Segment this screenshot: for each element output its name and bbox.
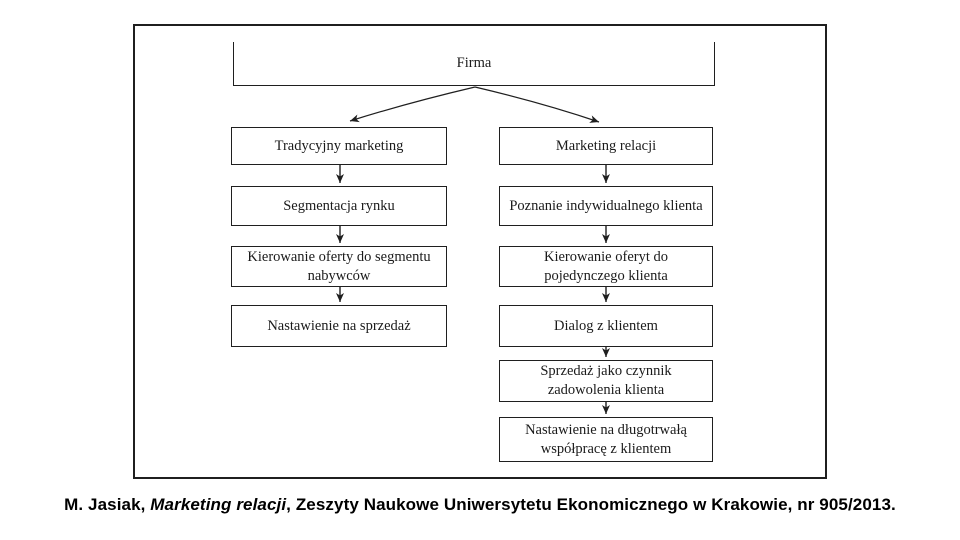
citation-work-title: Marketing relacji: [150, 495, 287, 514]
node-kierowanie-oferty-do-segmentu: Kierowanie oferty do segmentu nabywców: [231, 246, 447, 287]
node-marketing-relacji: Marketing relacji: [499, 127, 713, 165]
node-nastawienie-dlugotrwala-wspolpraca: Nastawienie na długotrwałą współpracę z …: [499, 417, 713, 462]
node-nastawienie-na-sprzedaz: Nastawienie na sprzedaż: [231, 305, 447, 347]
citation-author: M. Jasiak,: [64, 495, 151, 514]
citation: M. Jasiak, Marketing relacji, Zeszyty Na…: [0, 495, 960, 515]
node-poznanie-klienta: Poznanie indywidualnego klienta: [499, 186, 713, 226]
node-tradycyjny-marketing: Tradycyjny marketing: [231, 127, 447, 165]
node-dialog-z-klientem: Dialog z klientem: [499, 305, 713, 347]
node-firma: Firma: [233, 42, 715, 86]
flowchart-frame: Firma Tradycyjny marketing Segmentacja r…: [133, 24, 827, 479]
citation-source: , Zeszyty Naukowe Uniwersytetu Ekonomicz…: [286, 495, 896, 514]
node-sprzedaz-czynnik-zadowolenia: Sprzedaż jako czynnik zadowolenia klient…: [499, 360, 713, 402]
node-segmentacja-rynku: Segmentacja rynku: [231, 186, 447, 226]
node-kierowanie-ofert-pojedynczego: Kierowanie oferyt do pojedynczego klient…: [499, 246, 713, 287]
